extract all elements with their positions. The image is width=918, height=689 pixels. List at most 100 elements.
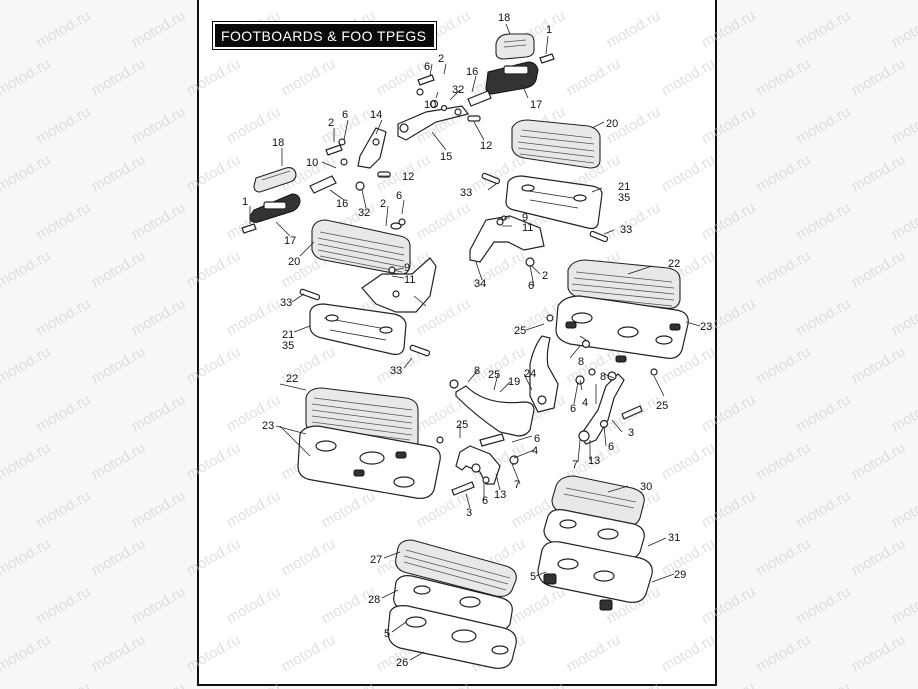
watermark-text: motod.ru [754, 439, 814, 483]
callout-19: 19 [508, 376, 520, 388]
watermark-text: motod.ru [889, 583, 918, 627]
watermark-text: motod.ru [414, 199, 474, 243]
watermark-text: motod.ru [849, 151, 909, 195]
watermark-text: motod.ru [849, 631, 909, 675]
watermark-text: motod.ru [89, 343, 149, 387]
watermark-text: motod.ru [129, 295, 189, 339]
watermark-text: motod.ru [754, 55, 814, 99]
footpeg-left-assembly [241, 127, 391, 234]
callout-22: 22 [668, 258, 680, 270]
watermark-text: motod.ru [34, 199, 94, 243]
watermark-text: motod.ru [794, 7, 854, 51]
watermark-text: motod.ru [184, 151, 244, 195]
watermark-text: motod.ru [129, 199, 189, 243]
watermark-text: motod.ru [699, 391, 759, 435]
callout-17: 17 [284, 235, 296, 247]
watermark-text: motod.ru [794, 583, 854, 627]
callout-11: 11 [522, 222, 533, 234]
watermark-text: motod.ru [889, 7, 918, 51]
callout-13: 13 [588, 455, 600, 467]
watermark-text: motod.ru [889, 487, 918, 531]
watermark-text: motod.ru [184, 0, 244, 3]
callout-6: 6 [570, 403, 576, 415]
watermark-text: motod.ru [794, 103, 854, 147]
floorboard-right-lower [555, 259, 689, 363]
callout-25: 25 [514, 325, 526, 337]
watermark-text: motod.ru [319, 487, 379, 531]
callout-17: 17 [530, 99, 542, 111]
watermark-text: motod.ru [34, 103, 94, 147]
watermark-text: motod.ru [184, 631, 244, 675]
watermark-text: motod.ru [89, 247, 149, 291]
callout-26: 26 [396, 657, 408, 669]
watermark-text: motod.ru [129, 583, 189, 627]
callout-2: 2 [380, 198, 386, 210]
callout-25: 25 [456, 419, 468, 431]
watermark-text: motod.ru [184, 535, 244, 579]
watermark-text: motod.ru [89, 151, 149, 195]
floorboard-right-upper [469, 119, 609, 267]
watermark-text: motod.ru [564, 0, 624, 3]
callout-14: 14 [370, 109, 382, 121]
callout-25: 25 [488, 369, 500, 381]
watermark-text: motod.ru [89, 535, 149, 579]
watermark-text: motod.ru [34, 391, 94, 435]
watermark-text: motod.ru [129, 7, 189, 51]
watermark-text: motod.ru [374, 0, 434, 3]
callout-6: 6 [608, 441, 614, 453]
watermark-text: motod.ru [279, 535, 339, 579]
watermark-text: motod.ru [509, 583, 569, 627]
watermark-text: motod.ru [794, 295, 854, 339]
footpeg-right-assembly [397, 33, 555, 141]
callout-1: 1 [242, 196, 248, 208]
watermark-text: motod.ru [564, 631, 624, 675]
watermark-text: motod.ru [659, 439, 719, 483]
callout-2: 2 [542, 270, 548, 282]
watermark-text: motod.ru [849, 247, 909, 291]
watermark-text: motod.ru [184, 55, 244, 99]
watermark-text: motod.ru [794, 679, 854, 689]
callout-5: 5 [384, 628, 390, 640]
watermark-text: motod.ru [754, 247, 814, 291]
callout-6: 6 [342, 109, 348, 121]
watermark-text: motod.ru [279, 631, 339, 675]
watermark-text: motod.ru [849, 535, 909, 579]
callout-8: 8 [578, 356, 584, 368]
callout-10: 10 [424, 99, 436, 111]
floorboard-left-lower [297, 387, 441, 499]
callout-22: 22 [286, 373, 298, 385]
callouts: 18 1 6 2 16 10 32 17 14 6 2 15 12 18 10 … [242, 12, 712, 669]
mounting-brackets [436, 314, 658, 496]
watermark-text: motod.ru [699, 103, 759, 147]
watermark-text: motod.ru [604, 7, 664, 51]
watermark-text: motod.ru [889, 295, 918, 339]
watermark-text: motod.ru [889, 391, 918, 435]
callout-33: 33 [390, 365, 402, 377]
callout-4: 4 [582, 397, 588, 409]
watermark-text: motod.ru [604, 199, 664, 243]
callout-3: 3 [466, 507, 472, 519]
watermark-text: motod.ru [0, 151, 53, 195]
watermark-text: motod.ru [0, 0, 53, 3]
watermark-text: motod.ru [659, 631, 719, 675]
watermark-text: motod.ru [794, 391, 854, 435]
watermark-text: motod.ru [794, 199, 854, 243]
watermark-text: motod.ru [849, 55, 909, 99]
callout-8: 8 [600, 371, 606, 383]
floorboard-alt-left [387, 539, 517, 669]
callout-27: 27 [370, 554, 382, 566]
watermark-text: motod.ru [889, 103, 918, 147]
callout-2: 2 [328, 117, 334, 129]
callout-8: 8 [474, 365, 480, 377]
watermark-text: motod.ru [0, 343, 53, 387]
watermark-text: motod.ru [469, 0, 529, 3]
callout-18: 18 [272, 137, 284, 149]
watermark-text: motod.ru [754, 535, 814, 579]
callout-33: 33 [280, 297, 292, 309]
watermark-text: motod.ru [129, 103, 189, 147]
callout-23: 23 [262, 420, 274, 432]
callout-16: 16 [336, 198, 348, 210]
callout-18: 18 [498, 12, 510, 24]
callout-7: 7 [572, 459, 578, 471]
